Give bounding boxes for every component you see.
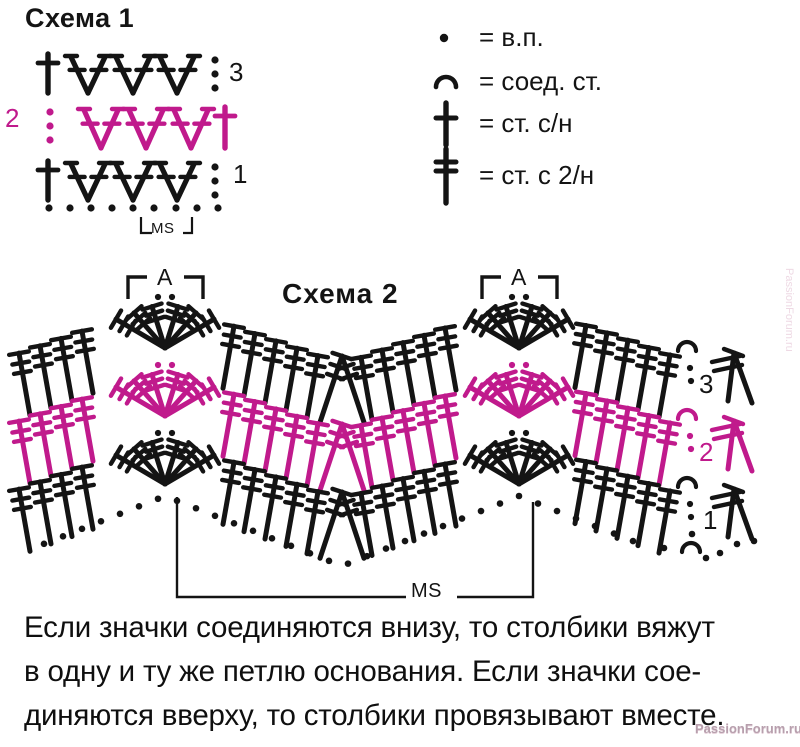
watermark-bottom: PassionForum.ru — [695, 721, 800, 736]
legend-label-treble: = ст. с 2/н — [479, 160, 595, 190]
legend-label-chain: = в.п. — [479, 22, 544, 52]
instruction-line-3: диняются вверху, то столбики провязывают… — [24, 699, 725, 732]
legend-symbols — [433, 33, 459, 206]
legend-label-slip-stitch: = соед. ст. — [479, 66, 602, 96]
scheme2-ms-label: MS — [411, 580, 442, 602]
scheme2-row-number-3: 3 — [699, 369, 714, 399]
instruction-text: Если значки соединяются внизу, то столби… — [24, 606, 725, 738]
scheme1-title: Схема 1 — [25, 3, 135, 33]
scheme2-row-number-2: 2 — [699, 437, 714, 467]
instruction-line-1: Если значки соединяются внизу, то столби… — [24, 611, 715, 644]
scheme1-row-number-3: 3 — [229, 57, 244, 87]
scheme2-repeat-a-label-1: A — [157, 264, 173, 290]
scheme1-diagram — [35, 51, 238, 235]
scheme2-title: Схема 2 — [282, 278, 399, 309]
scheme2-row-2 — [6, 361, 755, 493]
scheme2-row-1 — [6, 429, 755, 561]
scheme2-diagram — [126, 275, 559, 599]
legend-label-dc: = ст. с/н — [479, 108, 573, 138]
scheme1-row-number-1: 1 — [233, 159, 248, 189]
instruction-line-2: в одну и ту же петлю основания. Если зна… — [24, 655, 702, 688]
scheme2-foundation-chain — [40, 492, 758, 567]
scheme2-row-number-1: 1 — [703, 505, 718, 535]
scheme2-row-3 — [6, 293, 755, 425]
watermark-side: PassionForum.ru — [783, 268, 795, 352]
scheme1-ms-label: MS — [151, 220, 175, 237]
scheme1-row-number-2: 2 — [5, 103, 20, 133]
scheme2-repeat-a-label-2: A — [511, 264, 527, 290]
